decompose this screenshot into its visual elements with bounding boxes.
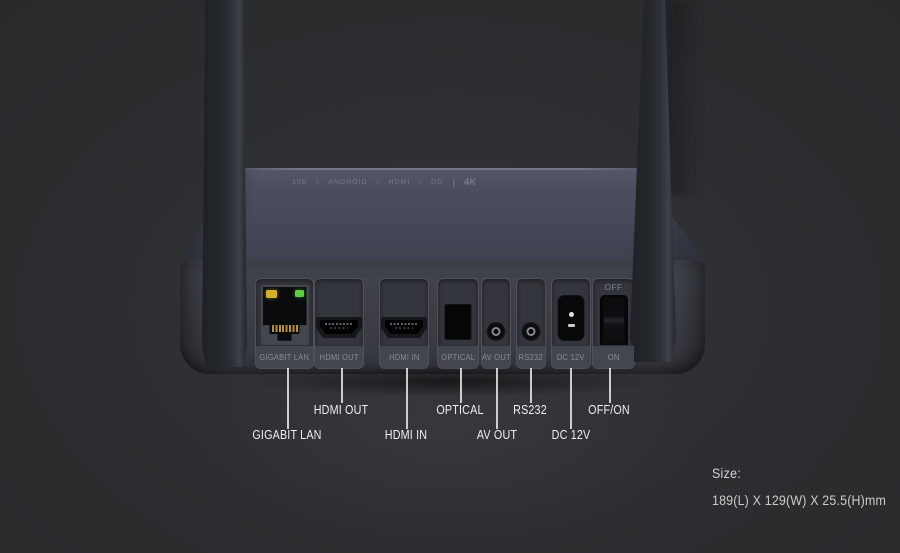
hdmi-port-icon — [381, 317, 427, 338]
port-label-strip: HDMI IN — [380, 345, 428, 368]
port-rs232: RS232 — [516, 278, 546, 369]
rj45-pins — [271, 325, 298, 332]
port-label-strip: HDMI OUT — [315, 345, 363, 368]
lan-led-yellow — [265, 290, 277, 298]
switch-on-label: ON — [607, 352, 620, 362]
port-label-hdmi-in: HDMI IN — [388, 352, 420, 362]
port-label-strip: RS232 — [517, 345, 545, 368]
callout-dc-12v: DC 12V — [551, 428, 591, 442]
dolby-logo: DD — [410, 179, 443, 186]
port-dc-12v: DC 12V — [551, 278, 591, 369]
leader-optical — [460, 357, 462, 403]
rj45-port-icon — [260, 285, 309, 345]
leader-dc-12v — [570, 357, 572, 429]
port-label-av-out: AV OUT — [481, 352, 511, 362]
size-note-title: Size: — [712, 466, 741, 481]
power-switch-icon — [599, 295, 628, 348]
port-hdmi-in: HDMI IN — [379, 278, 429, 369]
hdmi-logo: HDMI — [368, 179, 411, 186]
port-gigabit-lan: GIGABIT LAN — [255, 278, 314, 369]
port-label-dc-12v: DC 12V — [557, 352, 585, 362]
port-label-strip: GIGABIT LAN — [256, 345, 313, 368]
hdmi-pins-lower — [330, 327, 348, 329]
rs232-jack-icon — [521, 322, 541, 341]
port-label-hdmi-out: HDMI OUT — [319, 352, 359, 362]
leader-hdmi-in — [406, 357, 408, 429]
device-top-surface: 10E ANDROID HDMI DD 4K — [180, 168, 705, 262]
port-label-optical: OPTICAL — [441, 352, 475, 362]
fourk-logo: 4K — [443, 177, 476, 188]
port-label-rs232: RS232 — [518, 352, 544, 362]
hdmi-pins — [325, 323, 353, 325]
hdmi-pins — [390, 323, 418, 325]
dc-pin-dot — [568, 312, 574, 317]
port-label-strip: DC 12V — [552, 345, 590, 368]
port-label-strip: OPTICAL — [438, 345, 478, 368]
callout-gigabit-lan: GIGABIT LAN — [252, 428, 322, 442]
callout-off-on: OFF/ON — [588, 403, 630, 417]
rocker-face — [603, 299, 624, 344]
size-note: Size: 189(L) X 129(W) X 25.5(H)mm — [712, 466, 900, 508]
optical-port-icon — [444, 304, 472, 340]
lan-led-green — [294, 290, 304, 297]
leader-hdmi-out — [341, 357, 343, 403]
leader-gigabit-lan — [287, 357, 289, 429]
port-av-out: AV OUT — [481, 278, 511, 369]
port-label-strip: ON — [593, 345, 634, 368]
power-switch-box: OFF ON — [592, 278, 635, 369]
port-hdmi-out: HDMI OUT — [314, 278, 364, 369]
device-rear-panel: GIGABIT LAN HDMI OUT HDMI IN — [180, 260, 705, 374]
callout-hdmi-in: HDMI IN — [384, 428, 428, 442]
port-label-strip: AV OUT — [482, 345, 510, 368]
leader-off-on — [609, 357, 611, 403]
port-label-gigabit-lan: GIGABIT LAN — [259, 352, 310, 362]
leader-av-out — [496, 357, 498, 429]
dc-socket-icon — [557, 295, 585, 341]
av-jack-icon — [486, 322, 506, 341]
callout-hdmi-out: HDMI OUT — [313, 403, 369, 417]
leader-rs232 — [530, 357, 532, 403]
callout-optical: OPTICAL — [436, 403, 484, 417]
antenna-left — [202, 0, 247, 367]
android-logo: ANDROID — [307, 179, 367, 186]
brand-logo: 10E — [292, 179, 308, 186]
hdmi-pins-lower — [395, 327, 413, 329]
switch-off-label: OFF — [604, 282, 623, 292]
size-note-dimensions: 189(L) X 129(W) X 25.5(H)mm — [712, 493, 887, 508]
device-contact-shadow — [168, 364, 734, 406]
port-optical: OPTICAL — [437, 278, 479, 369]
backdrop-shadow-band — [666, 0, 704, 196]
top-logo-row: 10E ANDROID HDMI DD 4K — [292, 177, 476, 188]
callout-rs232: RS232 — [513, 403, 547, 417]
callout-av-out: AV OUT — [476, 428, 518, 442]
dc-pin-dash — [567, 324, 575, 327]
hdmi-port-icon — [316, 317, 362, 338]
